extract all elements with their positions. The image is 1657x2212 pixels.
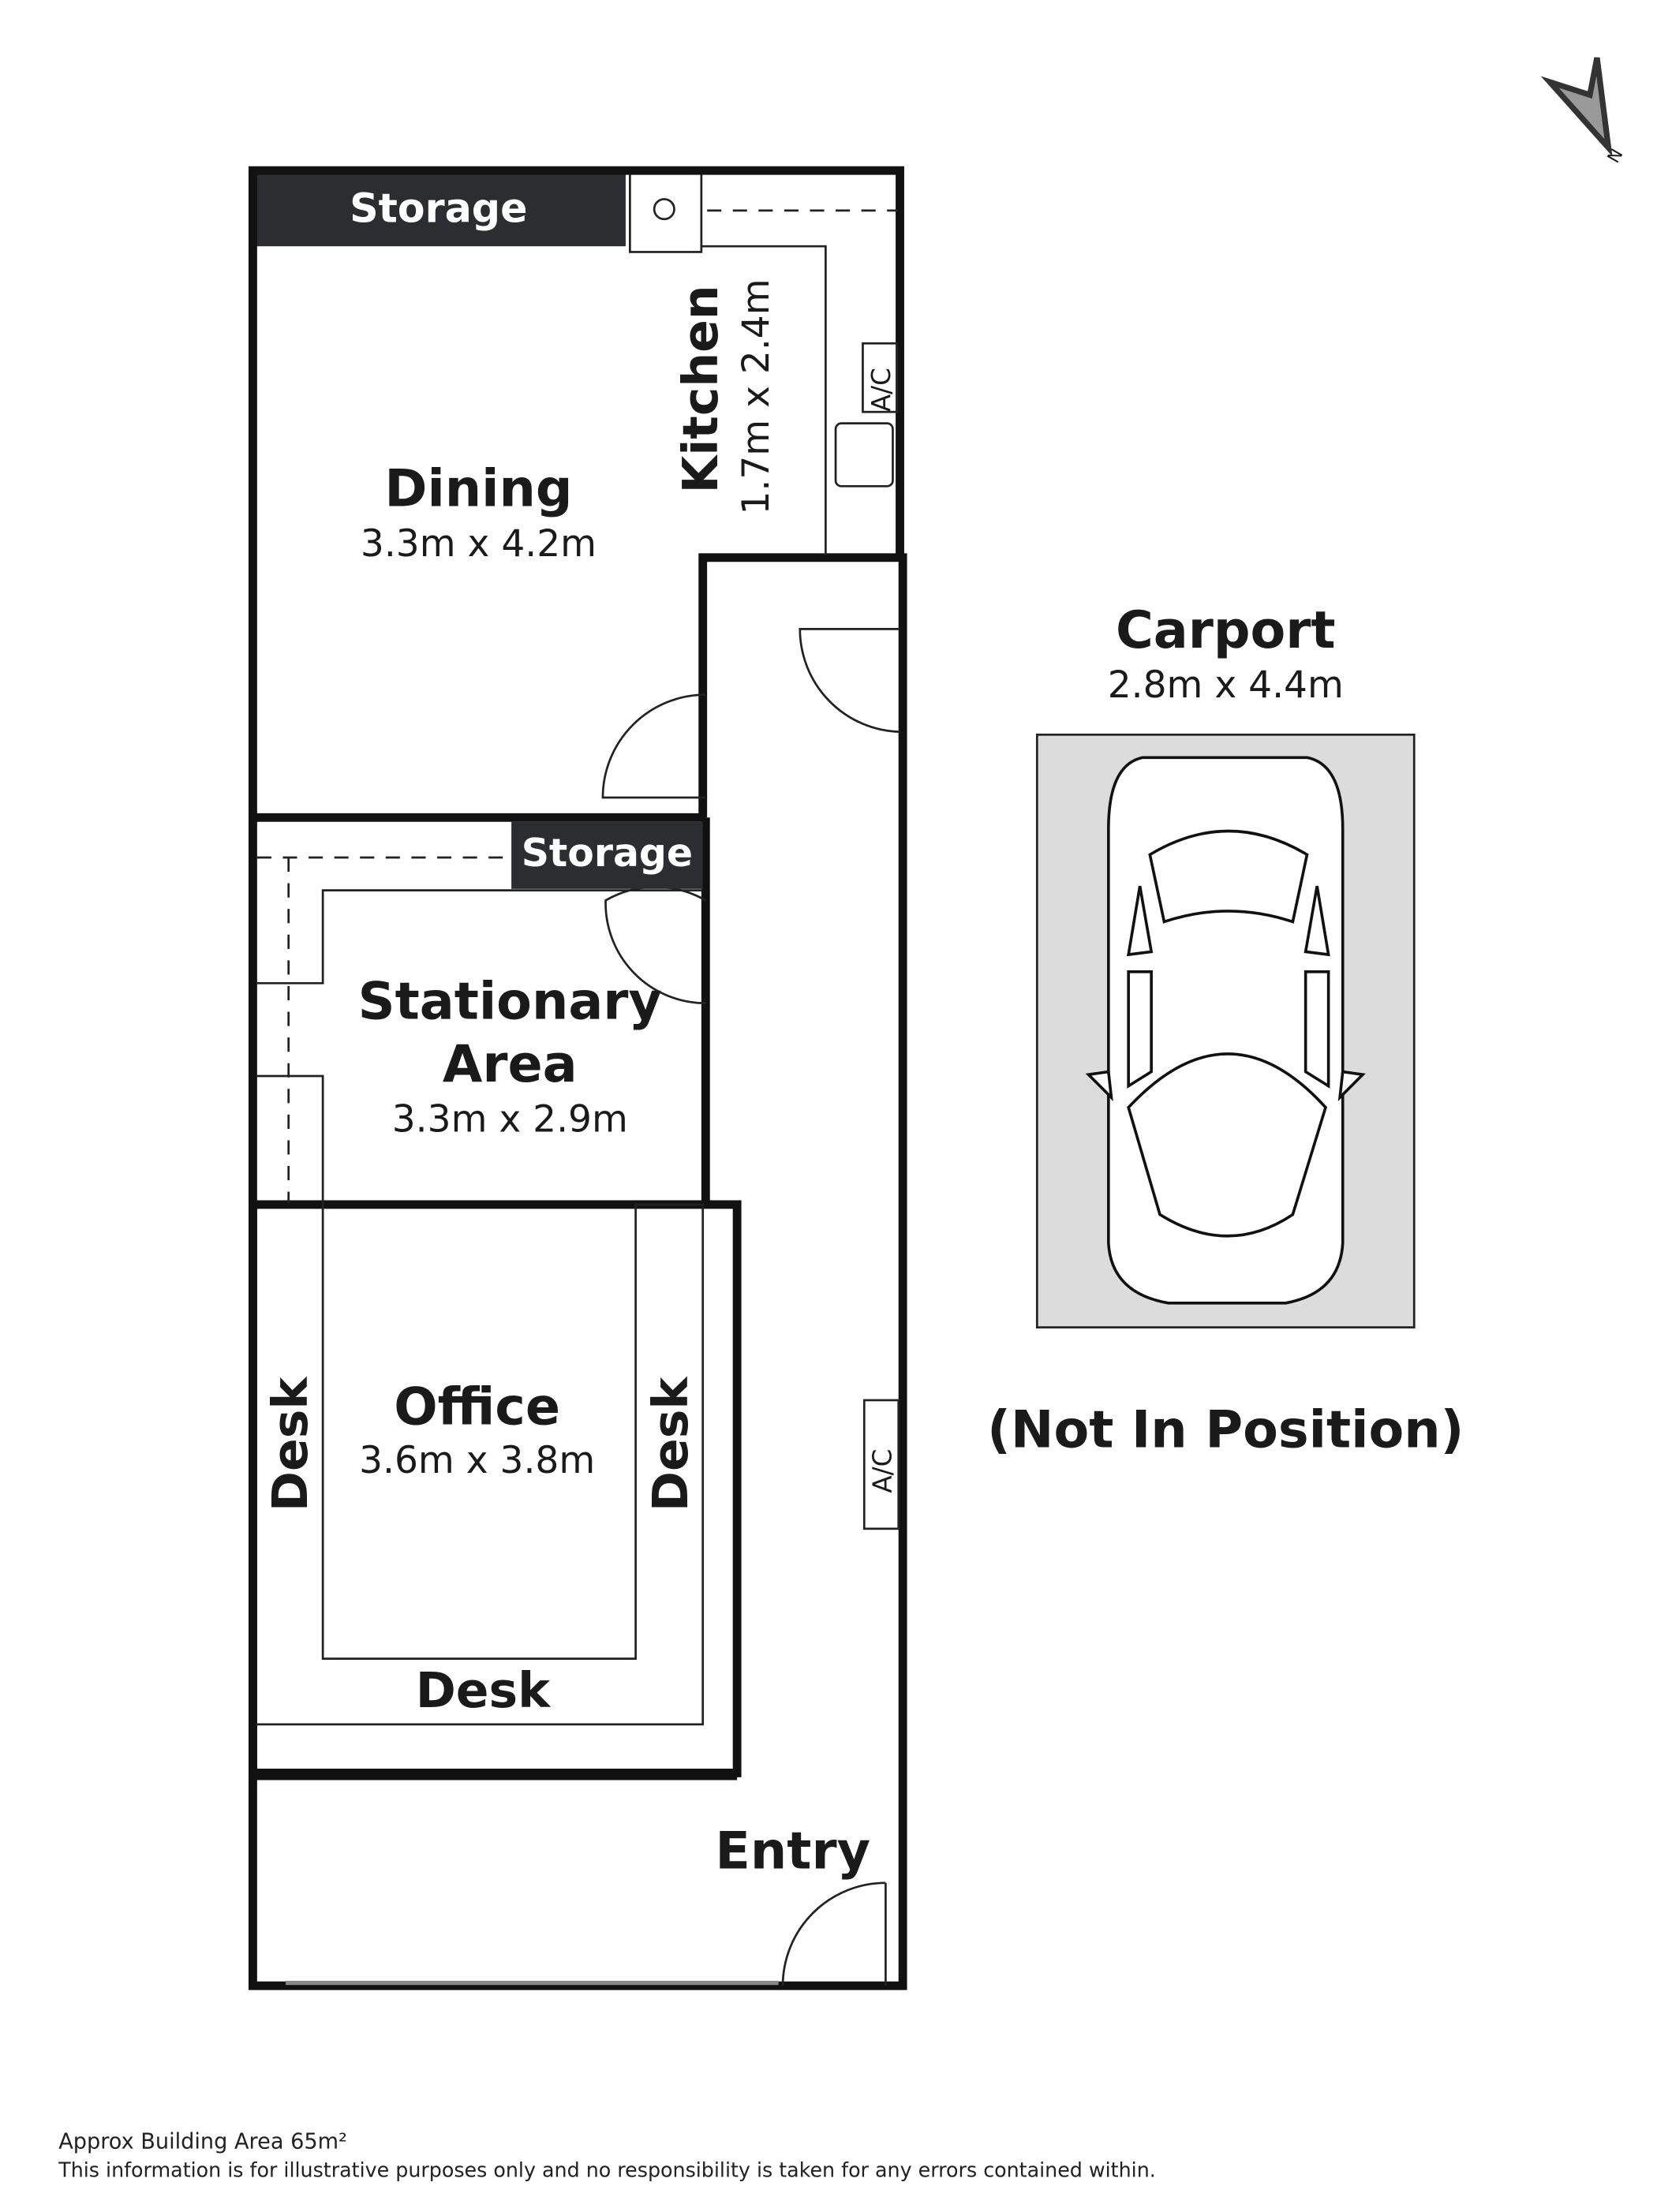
compass-label: N [1604, 146, 1628, 167]
storage-top-label: Storage [350, 185, 527, 231]
disclaimer-text: This information is for illustrative pur… [58, 2158, 1156, 2182]
north-compass-icon: N [1540, 57, 1628, 167]
sink-icon [834, 422, 894, 488]
car-icon [1085, 756, 1366, 1305]
ac-unit-hall [862, 1399, 900, 1530]
storage-mid-label: Storage [522, 831, 693, 876]
dining-dims: 3.3m x 4.2m [361, 522, 597, 566]
building-area-text: Approx Building Area 65m² [58, 2130, 347, 2154]
carport-dims: 2.8m x 4.4m [1108, 663, 1344, 707]
carport-label: Carport [1116, 601, 1336, 660]
ac-label-hall: A/C [868, 1449, 898, 1493]
desk-right-label: Desk [642, 1376, 699, 1511]
fan-icon [653, 198, 675, 221]
kitchen-dims: 1.7m x 2.4m [735, 278, 778, 514]
stationary-label-2: Area [443, 1035, 578, 1094]
desk-left-label: Desk [262, 1376, 319, 1511]
doors [286, 627, 900, 1986]
kitchen-label: Kitchen [672, 285, 729, 493]
ac-unit-kitchen [862, 342, 899, 413]
hot-water-unit [629, 172, 703, 253]
office-dims: 3.6m x 3.8m [359, 1439, 595, 1482]
stationary-dims: 3.3m x 2.9m [392, 1098, 628, 1141]
storage-top [254, 172, 626, 247]
desk-bottom-label: Desk [416, 1662, 552, 1719]
ac-label-kitchen: A/C [866, 368, 896, 412]
storage-mid [511, 821, 703, 889]
entry-label: Entry [715, 1822, 870, 1881]
stationary-label-1: Stationary [358, 973, 662, 1032]
walls [249, 166, 907, 1990]
carport-note: (Not In Position) [987, 1401, 1464, 1460]
dining-label: Dining [384, 460, 572, 519]
office-label: Office [394, 1378, 560, 1437]
